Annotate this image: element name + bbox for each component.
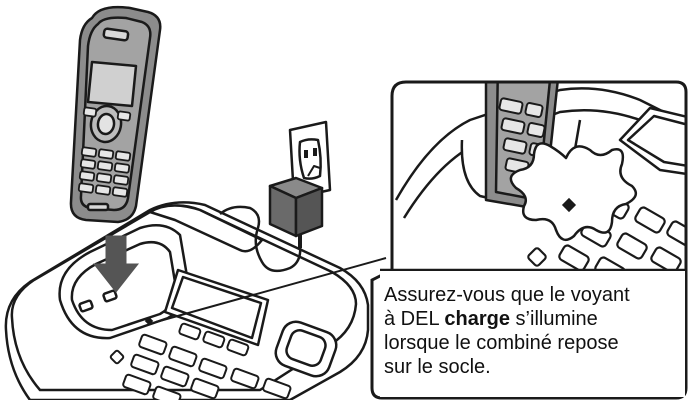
callout-text: Assurez-vous que le voyant à DEL charge … bbox=[384, 283, 684, 379]
callout-line-2: à DEL charge s’illumine bbox=[384, 307, 684, 331]
charge-keyword: charge bbox=[444, 308, 510, 330]
cordless-handset bbox=[71, 7, 160, 222]
callout-line-2-pre: à DEL bbox=[384, 308, 444, 330]
callout-line-4: sur le socle. bbox=[384, 355, 684, 379]
callout-line-2-post: s’illumine bbox=[510, 308, 598, 330]
callout-line-1: Assurez-vous que le voyant bbox=[384, 283, 684, 307]
callout-line-3: lorsque le combiné repose bbox=[384, 331, 684, 355]
telephone-base bbox=[6, 202, 368, 400]
